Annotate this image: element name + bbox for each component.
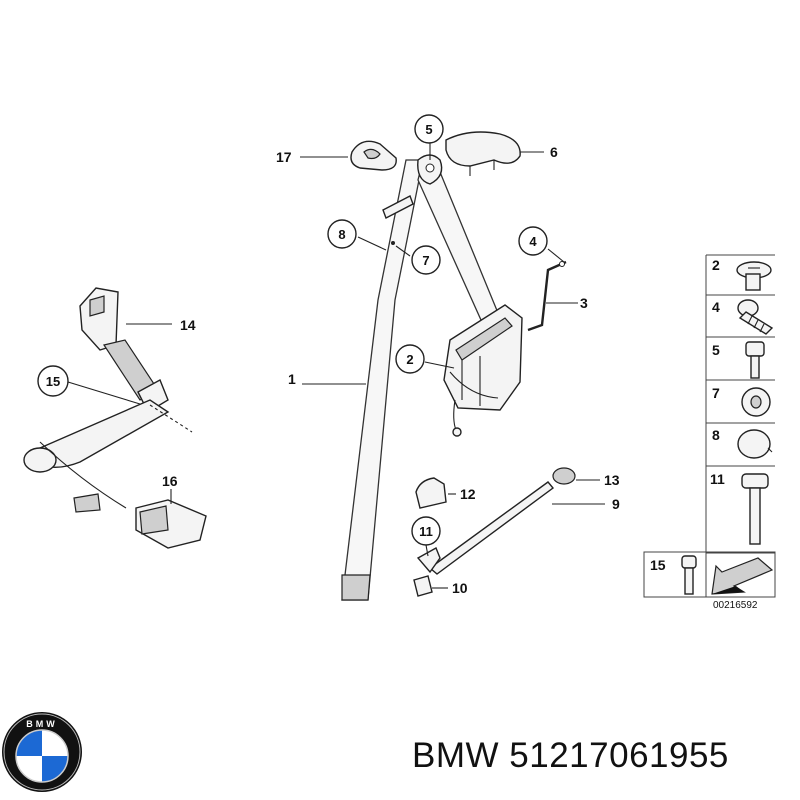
callout-16: 16 xyxy=(162,473,178,489)
callout-15-circle xyxy=(37,365,69,397)
arrow-direction-icon xyxy=(711,557,774,595)
legend-item-15: 15 xyxy=(650,557,666,573)
caption-part-number: 51217061955 xyxy=(509,736,729,775)
guide-rod-part xyxy=(413,467,576,597)
callout-4: 4 xyxy=(529,234,537,249)
part-number-caption: BMW 51217061955 xyxy=(412,736,792,776)
screw-4-icon xyxy=(737,299,774,335)
caption-brand: BMW xyxy=(412,736,500,775)
diagram-reference-number: 00216592 xyxy=(713,600,758,611)
callout-10: 10 xyxy=(452,580,468,596)
callout-1: 1 xyxy=(288,371,296,387)
cap-part xyxy=(415,477,447,509)
callout-13: 13 xyxy=(604,472,620,488)
connector-part xyxy=(135,499,207,549)
callout-5-circle xyxy=(414,114,444,144)
legend-item-8: 8 xyxy=(712,427,720,443)
plug-8-icon xyxy=(737,429,773,459)
bolt-15-icon xyxy=(681,555,697,595)
grommet-part xyxy=(350,140,397,171)
callout-14: 14 xyxy=(180,317,196,333)
bolt-5-icon xyxy=(745,341,765,379)
fastener-legend: 2 4 5 7 8 11 xyxy=(643,254,776,611)
callout-7-circle xyxy=(411,245,441,275)
callout-3: 3 xyxy=(580,295,588,311)
callout-11-circle xyxy=(411,516,441,546)
callout-2-circle xyxy=(395,344,425,374)
legend-item-5: 5 xyxy=(712,342,720,358)
retractor-part xyxy=(443,304,523,437)
bolt-11-icon xyxy=(741,473,769,545)
nut-7-icon xyxy=(741,387,771,417)
callout-17: 17 xyxy=(276,149,292,165)
legend-bottom-box xyxy=(643,551,776,598)
legend-item-11: 11 xyxy=(710,471,725,487)
callout-15: 15 xyxy=(46,374,60,389)
callout-labels: 1 2 3 4 5 6 7 8 9 10 11 12 13 14 15 16 1… xyxy=(37,114,620,596)
bracket-part xyxy=(527,260,567,332)
legend-item-2: 2 xyxy=(712,257,720,273)
cover-part xyxy=(445,131,521,176)
legend-item-7: 7 xyxy=(712,385,720,401)
legend-item-4: 4 xyxy=(712,299,720,315)
callout-2: 2 xyxy=(406,352,413,367)
callout-4-circle xyxy=(518,226,548,256)
callout-8: 8 xyxy=(338,227,345,242)
buckle-assembly xyxy=(23,287,193,513)
screw-2-icon xyxy=(736,261,772,291)
callout-11: 11 xyxy=(419,524,433,539)
callout-6: 6 xyxy=(550,144,558,160)
callout-12: 12 xyxy=(460,486,476,502)
callout-7: 7 xyxy=(422,253,429,268)
callout-5: 5 xyxy=(425,122,432,137)
bmw-logo: BMW xyxy=(2,712,82,792)
callout-8-circle xyxy=(327,219,357,249)
callout-9: 9 xyxy=(612,496,620,512)
bmw-logo-text: BMW xyxy=(26,719,58,729)
